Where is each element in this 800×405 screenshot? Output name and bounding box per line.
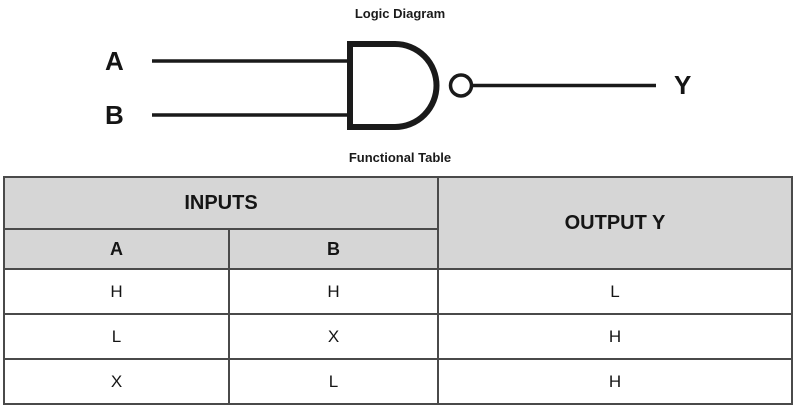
table-row: X L H [3, 358, 793, 405]
table-row: H H L [3, 268, 793, 315]
nand-gate-svg [152, 41, 656, 130]
table-row: L X H [3, 313, 793, 360]
cell-y: H [437, 313, 793, 360]
cell-a: X [3, 358, 230, 405]
logic-diagram-title: Logic Diagram [354, 6, 446, 21]
cell-a: H [3, 268, 230, 315]
cell-y: H [437, 358, 793, 405]
table-header-row-sub: A B [3, 228, 792, 270]
logic-diagram: A B Y [0, 26, 800, 146]
header-output-y: OUTPUT Y [437, 176, 793, 270]
input-label-a: A [105, 46, 124, 76]
cell-y: L [437, 268, 793, 315]
functional-table: INPUTS OUTPUT Y A B H H L L X H X L H [3, 176, 793, 405]
input-label-b: B [105, 100, 124, 130]
cell-b: L [228, 358, 439, 405]
table-header-row-group: INPUTS OUTPUT Y [3, 176, 793, 270]
table-body: H H L L X H X L H [3, 268, 793, 405]
cell-b: H [228, 268, 439, 315]
table-header: INPUTS OUTPUT Y A B [3, 176, 793, 270]
header-column-a: A [3, 228, 230, 270]
output-label-y: Y [674, 70, 692, 100]
functional-table-title: Functional Table [348, 150, 452, 165]
gate-body-and-shape [347, 41, 440, 130]
header-column-b: B [228, 228, 439, 270]
inversion-bubble-icon [448, 73, 474, 98]
header-inputs: INPUTS [3, 176, 439, 230]
cell-b: X [228, 313, 439, 360]
cell-a: L [3, 313, 230, 360]
